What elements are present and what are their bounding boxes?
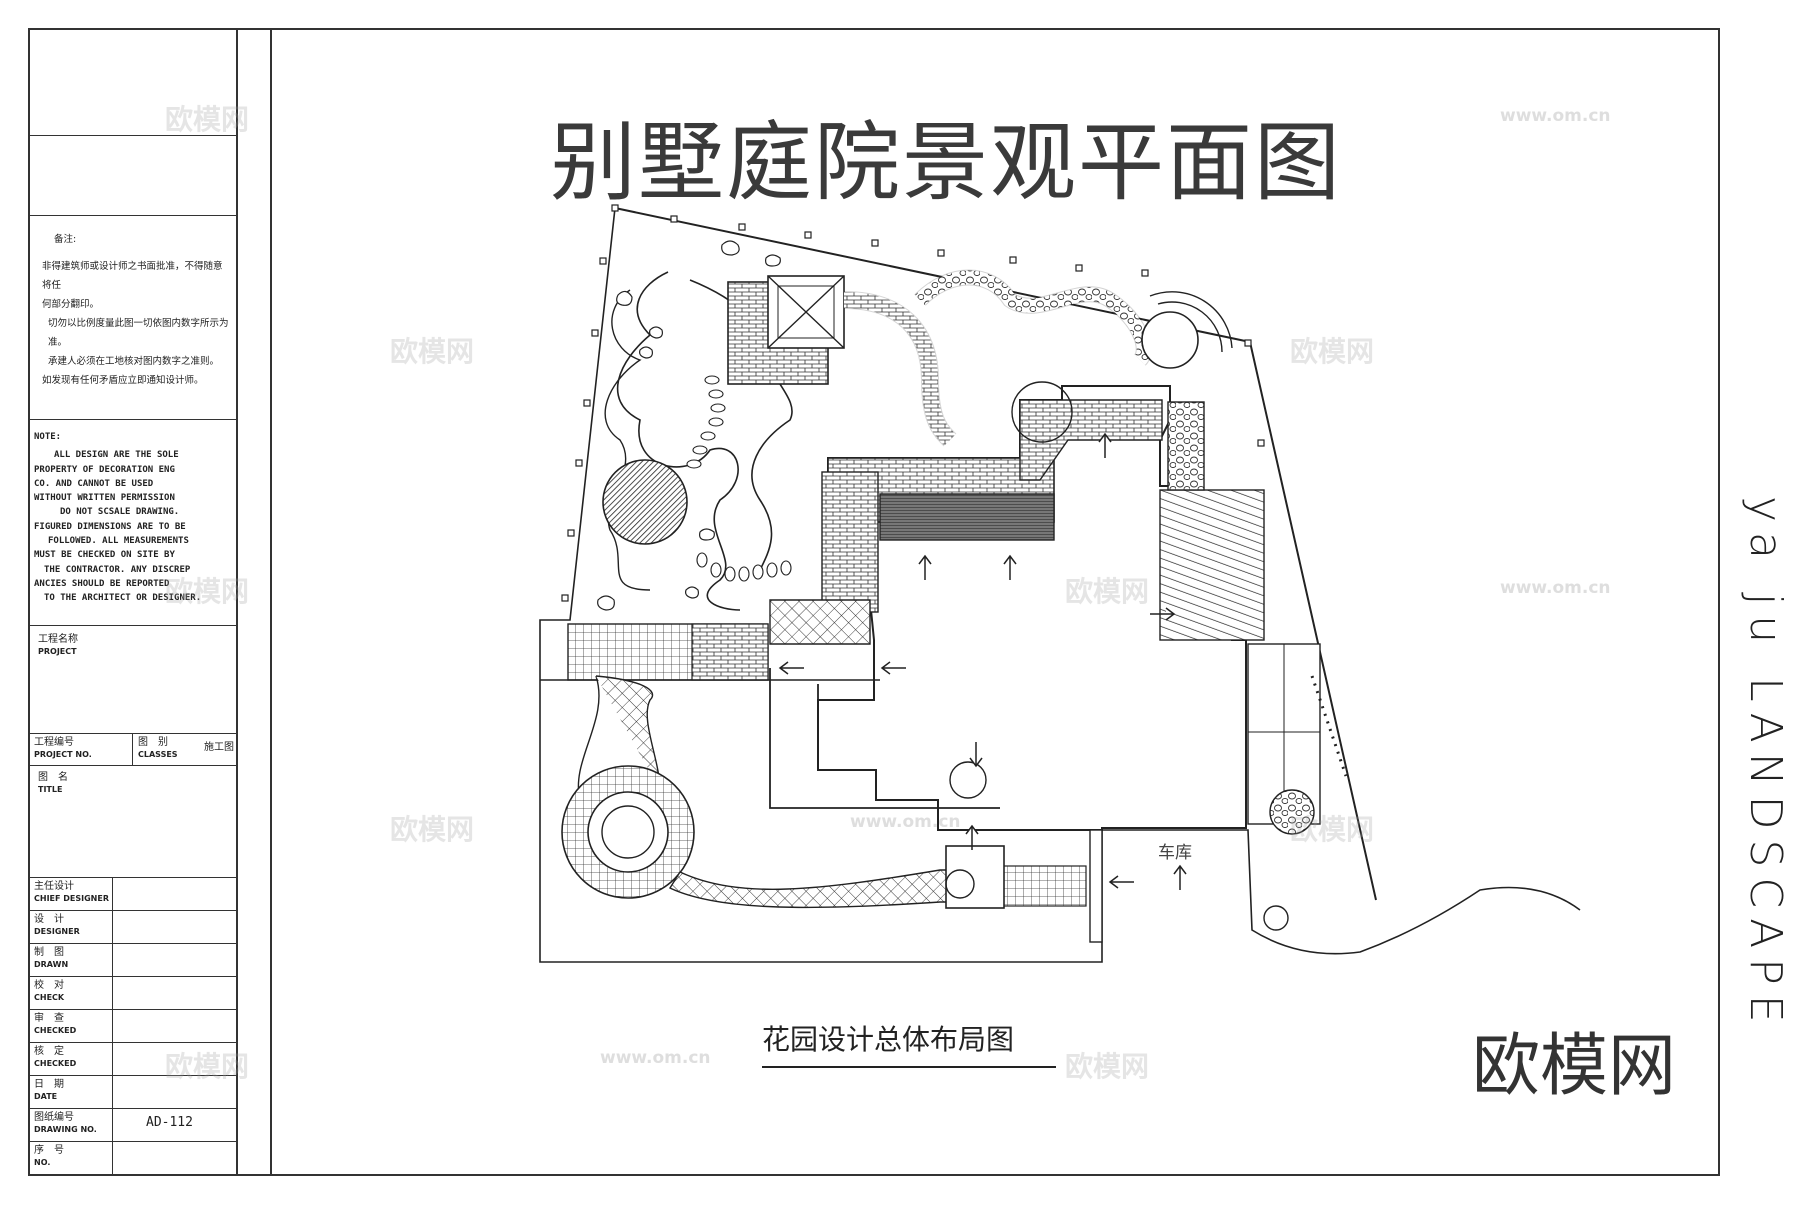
row-designer: 设 计 DESIGNER <box>28 911 236 944</box>
row-checked-2: 核 定 CHECKED <box>28 1043 236 1076</box>
no-label: 序 号 NO. <box>34 1145 64 1169</box>
classes-label: 图 别 CLASSES <box>138 737 178 761</box>
binding-strip <box>238 28 272 1176</box>
note-line: DO NOT SCSALE DRAWING. <box>60 507 180 518</box>
drawing-no-value: AD-112 <box>146 1115 193 1130</box>
tb-project-no: 工程编号 PROJECT NO. 图 别 CLASSES 施工图 <box>28 734 236 766</box>
note-line: WITHOUT WRITTEN PERMISSION <box>34 493 175 504</box>
date-en: DATE <box>34 1092 58 1101</box>
tb-project: 工程名称 PROJECT <box>28 626 236 734</box>
remarks-line: 承建人必须在工地核对图内数字之准则。 <box>48 356 220 367</box>
checked1-label: 审 查 CHECKED <box>34 1013 76 1037</box>
note-line: FOLLOWED. ALL MEASUREMENTS <box>48 536 189 547</box>
garage-label: 车库 <box>1158 843 1192 863</box>
row-check: 校 对 CHECK <box>28 977 236 1010</box>
tb-blank-top <box>28 28 236 136</box>
remarks: 备注: 非得建筑师或设计师之书面批准，不得随意将任 何部分翻印。 切勿以比例度量… <box>42 230 231 390</box>
row-drawn: 制 图 DRAWN <box>28 944 236 977</box>
note-line: MUST BE CHECKED ON SITE BY <box>34 550 175 561</box>
watermark-url: www.om.cn <box>850 812 961 832</box>
note: NOTE: ALL DESIGN ARE THE SOLE PROPERTY O… <box>34 430 234 606</box>
project-no-en: PROJECT NO. <box>34 750 92 759</box>
designer-label: 设 计 DESIGNER <box>34 914 80 938</box>
check-cn: 校 对 <box>34 980 64 991</box>
checked2-cn: 核 定 <box>34 1046 64 1057</box>
note-line: CO. AND CANNOT BE USED <box>34 478 154 489</box>
tb-divider <box>132 734 133 766</box>
remarks-line: 非得建筑师或设计师之书面批准，不得随意将任 <box>42 261 223 291</box>
checked1-cn: 审 查 <box>34 1013 64 1024</box>
page-title: 别墅庭院景观平面图 <box>550 113 1342 213</box>
project-label: 工程名称 PROJECT <box>38 634 78 658</box>
note-line: ANCIES SHOULD BE REPORTED <box>34 578 170 589</box>
remarks-line: 何部分翻印。 <box>42 299 100 310</box>
classes-value: 施工图 <box>204 742 234 753</box>
chief-designer-label: 主任设计 CHIEF DESIGNER <box>34 881 109 905</box>
watermark-url: www.om.cn <box>600 1048 711 1068</box>
chief-designer-en: CHIEF DESIGNER <box>34 894 109 903</box>
note-line: TO THE ARCHITECT OR DESIGNER. <box>44 593 202 604</box>
project-no-label: 工程编号 PROJECT NO. <box>34 737 92 761</box>
plan-subtitle: 花园设计总体布局图 <box>762 1023 1015 1056</box>
note-box: NOTE: ALL DESIGN ARE THE SOLE PROPERTY O… <box>28 420 236 626</box>
drawing-no-en: DRAWING NO. <box>34 1125 97 1134</box>
project-no-cn: 工程编号 <box>34 737 74 748</box>
row-date: 日 期 DATE <box>28 1076 236 1109</box>
remarks-line: 如发现有任何矛盾应立即通知设计师。 <box>42 375 204 386</box>
no-en: NO. <box>34 1158 51 1167</box>
drawn-en: DRAWN <box>34 960 69 969</box>
vertical-landscape-text: ya ju LANDSCAPE <box>1740 496 1791 1033</box>
row-checked-1: 审 查 CHECKED <box>28 1010 236 1043</box>
title-label: 图 名 TITLE <box>38 772 68 796</box>
check-en: CHECK <box>34 993 65 1002</box>
chief-designer-cn: 主任设计 <box>34 881 74 892</box>
drawn-label: 制 图 DRAWN <box>34 947 68 971</box>
drawing-no-cn: 图纸编号 <box>34 1112 74 1123</box>
note-line: THE CONTRACTOR. ANY DISCREP <box>44 564 191 575</box>
project-cn: 工程名称 <box>38 634 78 645</box>
row-chief-designer: 主任设计 CHIEF DESIGNER <box>28 878 236 911</box>
no-cn: 序 号 <box>34 1145 64 1156</box>
watermark-url: www.om.cn <box>1500 578 1611 598</box>
designer-en: DESIGNER <box>34 927 80 936</box>
check-label: 校 对 CHECK <box>34 980 64 1004</box>
date-cn: 日 期 <box>34 1079 64 1090</box>
designer-cn: 设 计 <box>34 914 64 925</box>
drawn-cn: 制 图 <box>34 947 64 958</box>
title-cn: 图 名 <box>38 772 68 783</box>
note-heading: NOTE: <box>34 432 62 442</box>
tb-title: 图 名 TITLE <box>28 766 236 878</box>
row-drawing-no: 图纸编号 DRAWING NO. AD-112 <box>28 1109 236 1142</box>
date-label: 日 期 DATE <box>34 1079 64 1103</box>
brand-logo-text: 欧模网 <box>1472 1027 1677 1106</box>
classes-en: CLASSES <box>138 750 178 759</box>
row-no: 序 号 NO. <box>28 1142 236 1174</box>
note-line: FIGURED DIMENSIONS ARE TO BE <box>34 521 186 532</box>
classes-cn: 图 别 <box>138 737 168 748</box>
tb-blank-2 <box>28 136 236 216</box>
watermark-url: www.om.cn <box>1500 106 1611 126</box>
drawing-no-label: 图纸编号 DRAWING NO. <box>34 1112 97 1136</box>
checked2-en: CHECKED <box>34 1059 77 1068</box>
sig-divider <box>112 878 113 1176</box>
drawing-frame <box>28 28 1720 1176</box>
note-line: PROPERTY OF DECORATION ENG <box>34 464 175 475</box>
project-en: PROJECT <box>38 647 77 656</box>
remarks-heading: 备注: <box>54 234 77 245</box>
note-line: ALL DESIGN ARE THE SOLE <box>54 450 179 461</box>
checked2-label: 核 定 CHECKED <box>34 1046 76 1070</box>
title-en: TITLE <box>38 785 63 794</box>
remarks-box: 备注: 非得建筑师或设计师之书面批准，不得随意将任 何部分翻印。 切勿以比例度量… <box>28 216 236 420</box>
subtitle-underline <box>762 1066 1056 1068</box>
remarks-line: 切勿以比例度量此图一切依图内数字所示为准。 <box>48 318 229 348</box>
checked1-en: CHECKED <box>34 1026 77 1035</box>
title-block: 备注: 非得建筑师或设计师之书面批准，不得随意将任 何部分翻印。 切勿以比例度量… <box>28 28 238 1176</box>
